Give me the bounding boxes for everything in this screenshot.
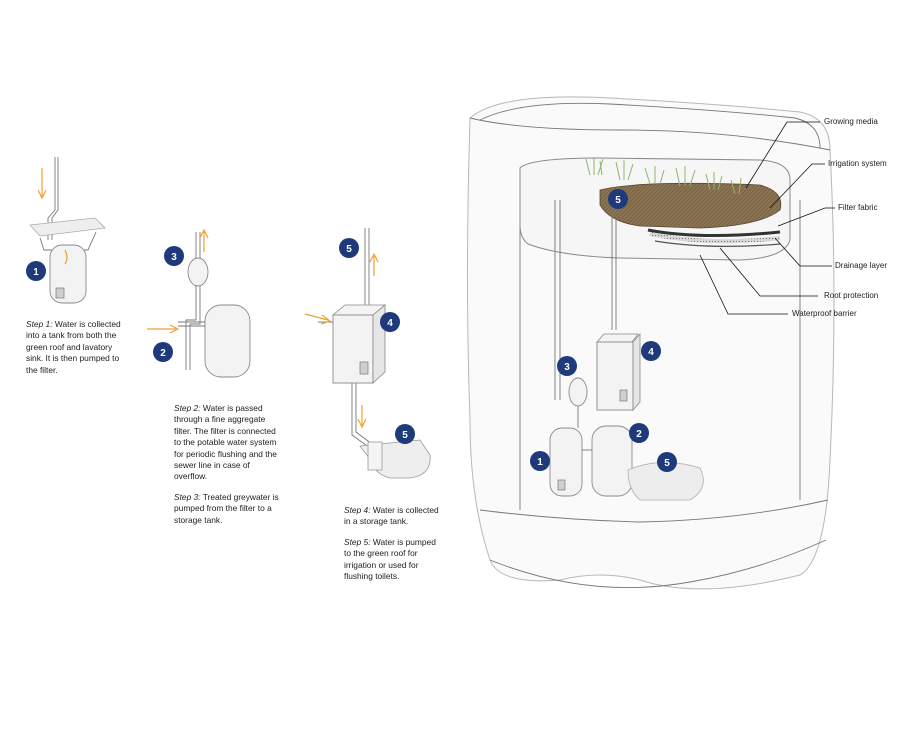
label-drainage-layer: Drainage layer (835, 261, 887, 270)
label-waterproof-barrier: Waterproof barrier (792, 309, 857, 318)
badge-step5-top: 5 (339, 238, 359, 258)
badge-enclosure-4: 4 (641, 341, 661, 361)
svg-text:4: 4 (387, 318, 393, 329)
svg-text:2: 2 (636, 429, 642, 440)
step2-3-illustration: 3 2 (147, 230, 250, 377)
badge-step2: 2 (153, 342, 173, 362)
badge-step3: 3 (164, 246, 184, 266)
label-root-protection: Root protection (824, 291, 878, 300)
label-growing-media: Growing media (824, 117, 878, 126)
step4-5-illustration: 5 4 5 (305, 228, 430, 478)
svg-text:3: 3 (171, 252, 177, 263)
svg-text:5: 5 (664, 458, 670, 469)
badge-enclosure-5-roof: 5 (608, 189, 628, 209)
growing-media-layer (600, 183, 781, 228)
svg-text:5: 5 (402, 430, 408, 441)
step1-illustration: 1 (26, 157, 105, 303)
svg-text:2: 2 (160, 348, 166, 359)
label-filter-fabric: Filter fabric (838, 203, 878, 212)
caption-step1: Step 1: Water is collected into a tank f… (26, 319, 126, 385)
badge-enclosure-3: 3 (557, 356, 577, 376)
label-irrigation-system: Irrigation system (828, 159, 887, 168)
badge-step5-toilet: 5 (395, 424, 415, 444)
svg-text:1: 1 (33, 267, 39, 278)
caption-step2-3: Step 2: Water is passed through a fine a… (174, 403, 284, 535)
badge-enclosure-5-toilet: 5 (657, 452, 677, 472)
badge-enclosure-2: 2 (629, 423, 649, 443)
svg-text:4: 4 (648, 347, 654, 358)
badge-step1: 1 (26, 261, 46, 281)
svg-text:1: 1 (537, 457, 543, 468)
svg-text:5: 5 (346, 244, 352, 255)
svg-text:3: 3 (564, 362, 570, 373)
badge-enclosure-1: 1 (530, 451, 550, 471)
svg-text:5: 5 (615, 195, 621, 206)
caption-step4-5: Step 4: Water is collected in a storage … (344, 505, 444, 591)
enclosure-illustration: Growing media Irrigation system Filter f… (468, 97, 888, 589)
badge-step4: 4 (380, 312, 400, 332)
